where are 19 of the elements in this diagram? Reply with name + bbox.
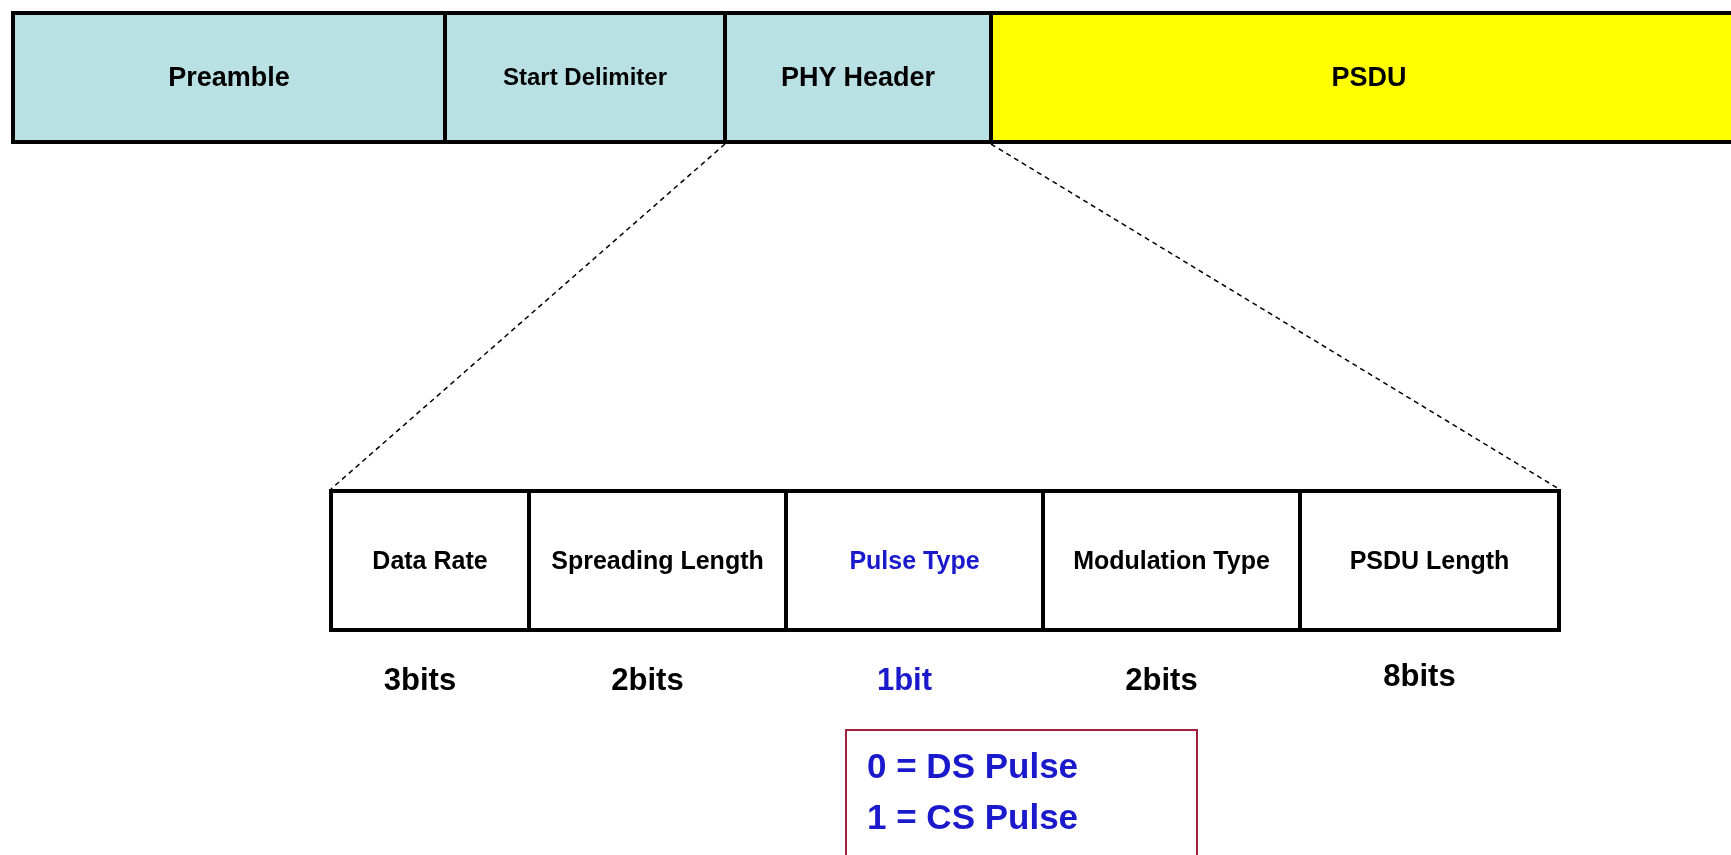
note-box	[845, 729, 1198, 855]
field-label: PSDU Length	[1348, 545, 1511, 577]
field-label: PHY Header	[779, 60, 937, 94]
zoom-line	[330, 143, 726, 490]
field-label: Pulse Type	[848, 545, 981, 577]
field-label: Preamble	[167, 60, 291, 94]
zoom-line	[990, 143, 1560, 490]
field-label: Modulation Type	[1072, 545, 1271, 577]
field-label: Spreading Length	[550, 545, 765, 577]
note-text: 0 = DS Pulse	[867, 745, 1079, 787]
bit-count: 1bit	[876, 662, 933, 698]
note-text: 1 = CS Pulse	[867, 795, 1079, 838]
bit-count: 2bits	[611, 662, 684, 698]
bit-count: 3bits	[383, 662, 457, 698]
field-label: Start Delimiter	[501, 62, 669, 93]
field-label: Data Rate	[371, 545, 489, 577]
field-label: PSDU	[1330, 60, 1408, 94]
bit-count: 2bits	[1125, 662, 1198, 698]
bit-count: 8bits	[1383, 658, 1456, 694]
